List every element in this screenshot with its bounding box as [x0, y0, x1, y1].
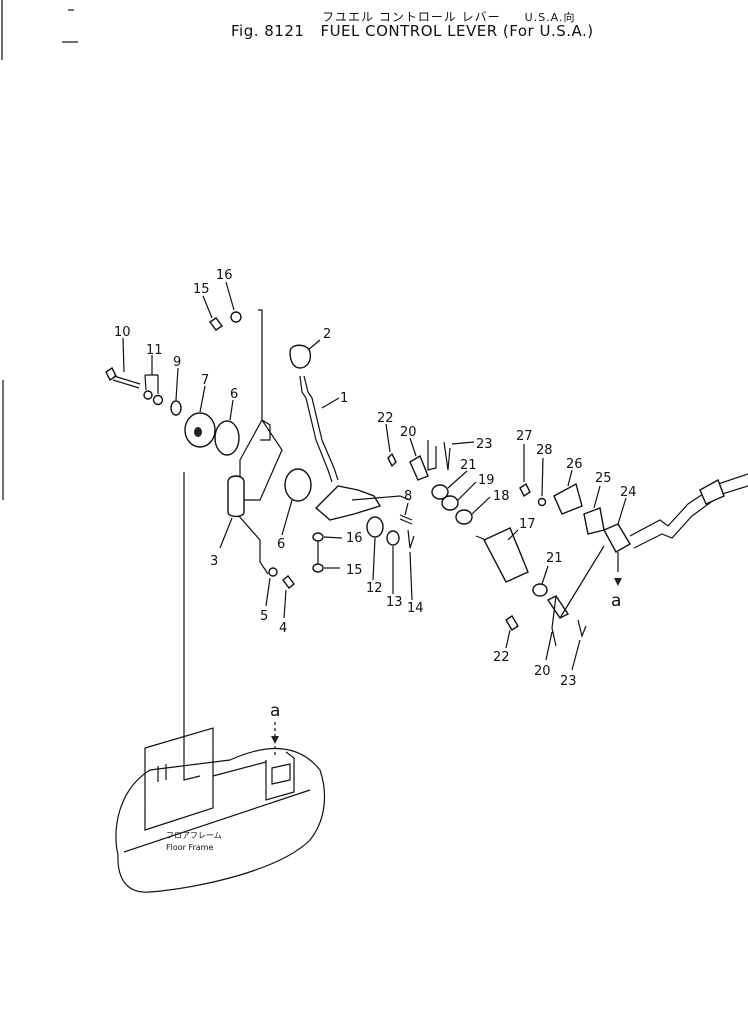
label-part-23b: 23: [560, 674, 577, 689]
label-part-8: 8: [404, 489, 412, 504]
label-part-6b: 6: [277, 537, 285, 552]
label-part-7: 7: [201, 373, 209, 388]
label-part-13: 13: [386, 595, 403, 610]
label-part-22a: 22: [377, 411, 394, 426]
title-japanese: フユエル コントロール レバー U.S.A.向: [322, 8, 576, 25]
label-part-25: 25: [595, 471, 612, 486]
floor-frame-caption: フロアフレーム Floor Frame: [166, 831, 222, 852]
label-part-21b: 21: [546, 551, 563, 566]
label-part-3: 3: [210, 554, 218, 569]
label-part-5: 5: [260, 609, 268, 624]
label-part-2: 2: [323, 327, 331, 342]
label-part-16a: 16: [216, 268, 233, 283]
label-part-28: 28: [536, 443, 553, 458]
part-number-labels: 1 2 3 4 5 6 6 7 8 9 10 11 12 13 14 15 15…: [114, 268, 637, 689]
label-part-20a: 20: [400, 425, 417, 440]
label-part-26: 26: [566, 457, 583, 472]
label-part-15a: 15: [193, 282, 210, 297]
label-part-22b: 22: [493, 650, 510, 665]
label-part-20b: 20: [534, 664, 551, 679]
label-part-21a: 21: [460, 458, 477, 473]
margin-marks: [1, 0, 78, 500]
floor-frame-label-jp: フロアフレーム: [166, 831, 222, 840]
right-hardware: [208, 311, 748, 647]
floor-frame: [115, 722, 326, 893]
figure-title: Fig. 8121 FUEL CONTROL LEVER (For U.S.A.): [231, 22, 594, 40]
label-part-4: 4: [279, 621, 287, 636]
label-part-18: 18: [493, 489, 510, 504]
label-part-10: 10: [114, 325, 131, 340]
label-part-16b: 16: [346, 531, 363, 546]
label-part-14: 14: [407, 601, 424, 616]
label-part-1: 1: [340, 391, 348, 406]
floor-frame-label-en: Floor Frame: [166, 843, 213, 852]
label-part-17: 17: [519, 517, 536, 532]
figure-number: Fig. 8121: [231, 22, 305, 40]
title-jp-text: フユエル コントロール レバー: [322, 10, 501, 24]
label-part-15b: 15: [346, 563, 363, 578]
label-part-27: 27: [516, 429, 533, 444]
label-part-12: 12: [366, 581, 383, 596]
label-part-6a: 6: [230, 387, 238, 402]
figure-name: FUEL CONTROL LEVER (For U.S.A.): [320, 22, 594, 40]
ref-letter-frame: a: [270, 701, 280, 721]
bracket-plate: [183, 309, 283, 781]
title-jp-region: U.S.A.向: [524, 11, 576, 24]
fuel-lever: [289, 344, 411, 521]
left-hardware: [105, 366, 245, 518]
reference-markers: a a: [270, 578, 622, 744]
leader-lines: [122, 281, 627, 671]
label-part-9: 9: [173, 355, 181, 370]
label-part-23a: 23: [476, 437, 493, 452]
label-part-11: 11: [146, 343, 163, 358]
label-part-24: 24: [620, 485, 637, 500]
label-part-19: 19: [478, 473, 495, 488]
ref-letter-cable: a: [611, 591, 621, 611]
